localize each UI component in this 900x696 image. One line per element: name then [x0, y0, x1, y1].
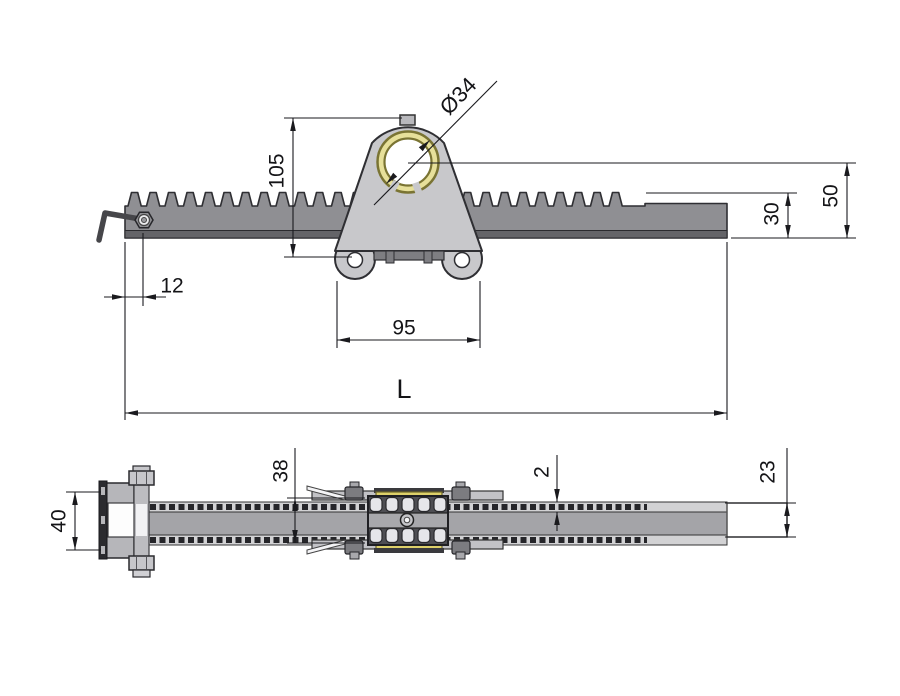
snap-ring-gap-right: [412, 181, 423, 194]
arrowhead: [125, 410, 138, 416]
pinion-roller: [385, 496, 399, 513]
pinion-roller: [417, 496, 431, 513]
mount-hole-left: [346, 251, 364, 269]
pinion-roller: [369, 496, 383, 513]
arrowhead: [554, 489, 560, 502]
dimension-arrowheads: [72, 118, 850, 550]
bracket-slot-3: [101, 546, 105, 554]
pinion-roller: [369, 527, 383, 544]
snap-ring-gap-left: [388, 179, 400, 192]
side-view: 105 Ø34 50 30 12 95 L: [96, 72, 856, 420]
dimension-2-label: 2: [531, 466, 554, 478]
carriage-corner-bolts: [344, 481, 471, 560]
pinion-rollers: [369, 496, 447, 544]
bracket-slot-2: [101, 516, 105, 524]
arrowhead: [72, 492, 78, 505]
arrowhead: [290, 244, 296, 257]
dimension-105-label: 105: [266, 153, 289, 188]
plan-view: 40 38 2 23: [48, 448, 796, 578]
arrowhead: [844, 163, 850, 176]
bracket-bolt-head: [128, 470, 155, 486]
ring-cap-top: [374, 488, 444, 493]
plate-top-tab: [399, 114, 416, 126]
end-stop-rod: [96, 210, 143, 243]
plan-view-dimension-lines: [66, 448, 796, 551]
carriage-center-screw-hole: [403, 516, 411, 524]
carriage-outline: [367, 495, 449, 546]
ring-cap-bottom: [374, 548, 444, 553]
bracket-nut: [128, 555, 155, 571]
arrowhead: [554, 512, 560, 525]
arrowhead: [785, 193, 791, 206]
arrowhead: [418, 140, 430, 152]
pinion-roller: [385, 527, 399, 544]
pinion-roller: [401, 496, 415, 513]
dimension-50-label: 50: [820, 184, 843, 207]
plate-notch-right: [423, 250, 433, 264]
pinion-roller: [433, 527, 447, 544]
arrowhead: [784, 524, 790, 537]
pinion-roller: [401, 527, 415, 544]
arrowhead: [72, 537, 78, 550]
dimension-23-label: 23: [757, 460, 780, 483]
arrowhead: [467, 337, 480, 343]
arrowhead: [112, 294, 125, 300]
pinion-roller: [417, 527, 431, 544]
arrowhead: [292, 498, 298, 511]
plate-notch-left: [385, 250, 395, 264]
dimension-30-label: 30: [761, 202, 784, 225]
dimension-diameter-label: Ø34: [435, 72, 482, 119]
bracket-bolt-shaft-window: [136, 504, 147, 536]
arrowhead: [785, 225, 791, 238]
mount-hole-right: [453, 251, 471, 269]
end-stop-bolt-center: [141, 217, 147, 223]
arrowhead: [844, 225, 850, 238]
arrowhead: [143, 294, 156, 300]
arrowhead: [386, 172, 398, 184]
dimension-38-label: 38: [270, 459, 293, 482]
dimension-12-label: 12: [160, 275, 183, 298]
pinion-roller: [433, 496, 447, 513]
dimension-L-label: L: [396, 374, 411, 404]
arrowhead: [714, 410, 727, 416]
rack-bar-plain-end: [726, 502, 788, 538]
dimension-40-label: 40: [48, 509, 71, 532]
bore-hole: [383, 137, 433, 187]
arrowhead: [784, 503, 790, 516]
arrowhead: [337, 337, 350, 343]
arrowhead: [292, 530, 298, 543]
bracket-nut-cap: [132, 569, 151, 578]
plate-bottom-rail: [373, 250, 445, 261]
bracket-slot-1: [101, 487, 105, 495]
guide-plate-edge-top: [306, 485, 346, 501]
dimension-95-label: 95: [392, 317, 415, 340]
arrowhead: [290, 118, 296, 131]
